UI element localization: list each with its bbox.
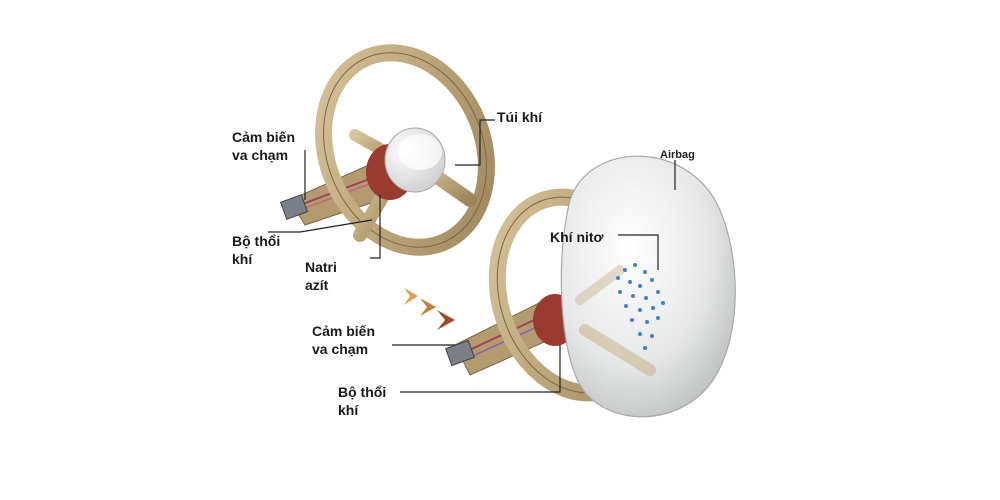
- inflated-airbag: [560, 155, 736, 418]
- label-airbag-en: Airbag: [660, 149, 695, 161]
- leader-lines: [268, 119, 676, 393]
- sensor-block-top: [279, 194, 309, 220]
- label-airbag-vi: Túi khí: [497, 109, 543, 125]
- sensor-block-bottom: [445, 339, 475, 367]
- impact-arrows: [404, 288, 455, 330]
- label-crash-sensor-top: Cảm biến va chạm: [232, 129, 296, 163]
- label-nitrogen-gas: Khí nitơ: [550, 229, 604, 245]
- label-crash-sensor-bottom: Cảm biến va chạm: [312, 323, 376, 357]
- label-inflator-top: Bộ thổi khí: [232, 233, 281, 267]
- label-sodium-azide: Natri azít: [305, 259, 337, 293]
- nitrogen-gas-dots: [616, 263, 665, 350]
- steering-wheel-top: [279, 44, 495, 256]
- label-inflator-bottom: Bộ thổi khí: [338, 384, 387, 418]
